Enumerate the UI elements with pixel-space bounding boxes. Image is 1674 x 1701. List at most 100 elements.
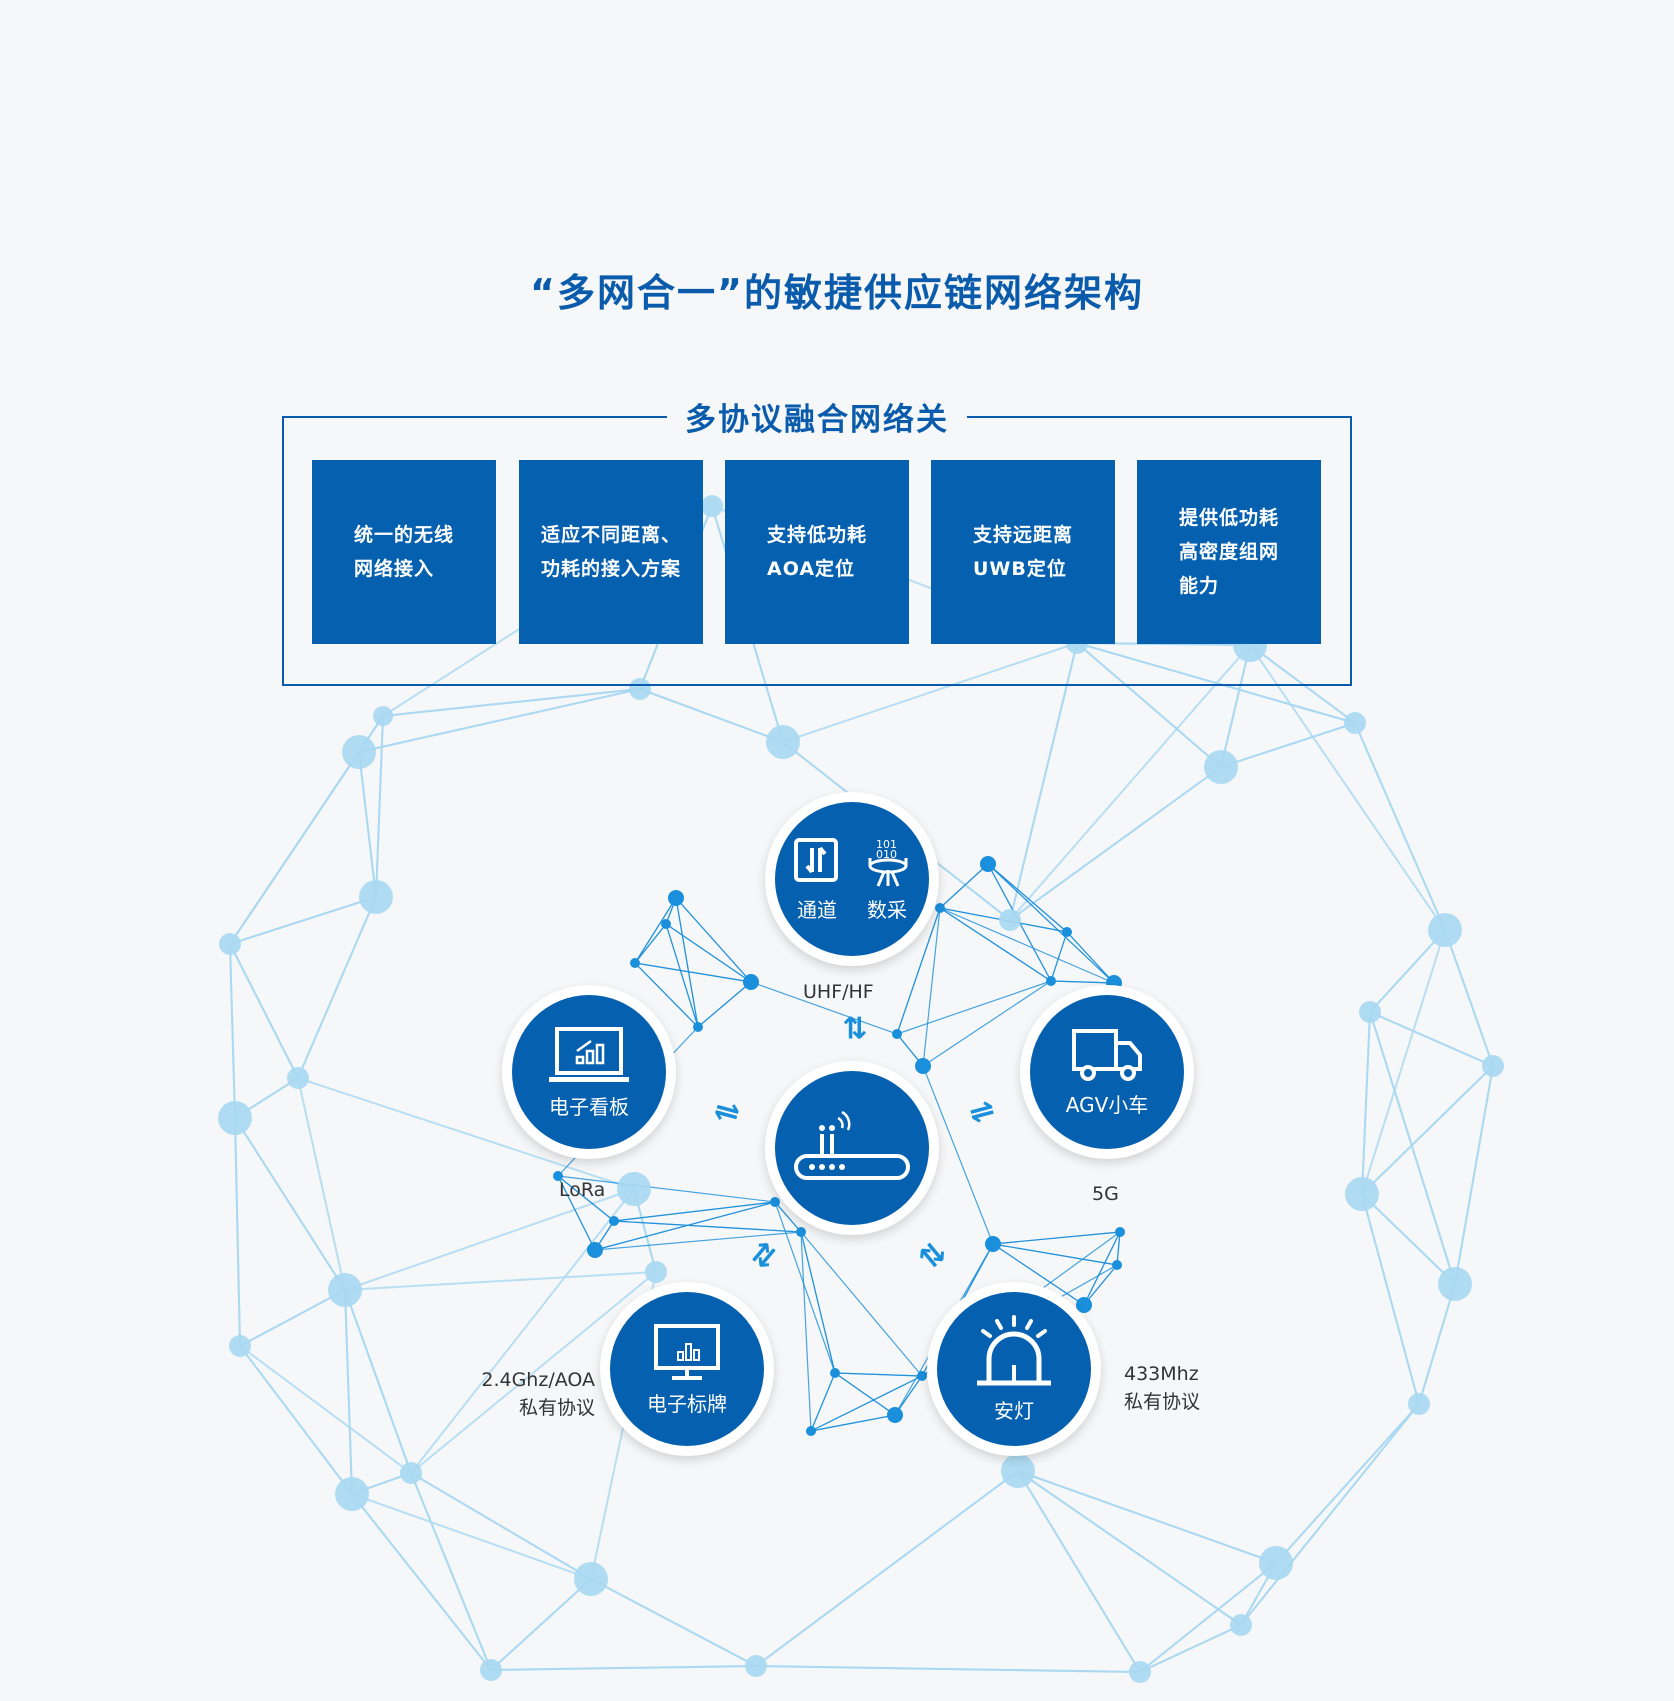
network-link (922, 907, 941, 1067)
feature-card: 提供低功耗高密度组网能力 (1137, 460, 1321, 644)
e-label-label: 电子标牌 (647, 1391, 727, 1416)
network-link (557, 1175, 596, 1251)
network-node (609, 1216, 619, 1226)
network-link (1017, 1470, 1242, 1626)
network-link (297, 1077, 635, 1190)
network-link (344, 1289, 353, 1495)
network-link (375, 715, 384, 898)
network-link (229, 896, 377, 945)
network-node (553, 1171, 563, 1181)
feature-text: UWB定位 (973, 558, 1067, 580)
network-link (810, 1375, 923, 1432)
page-title: “多网合一”的敏捷供应链网络架构 (530, 271, 1144, 315)
network-link (410, 1472, 492, 1671)
monitor-icon (654, 1323, 720, 1380)
alarm-light-icon (977, 1314, 1051, 1385)
network-link (1220, 644, 1251, 768)
network-node (1428, 913, 1462, 947)
router-icon (794, 1110, 910, 1180)
network-link (675, 897, 699, 1028)
network-link (1017, 1470, 1277, 1564)
network-link (557, 1175, 615, 1222)
network-node (745, 1655, 767, 1677)
network-link (1139, 1624, 1242, 1673)
network-link (490, 1665, 757, 1671)
network-node (630, 958, 640, 968)
network-node (587, 1242, 603, 1258)
network-node (1001, 1454, 1035, 1488)
network-link (639, 688, 784, 743)
network-node (796, 1227, 806, 1237)
network-link (922, 1065, 994, 1245)
network-link (229, 751, 360, 945)
network-link (1083, 1231, 1121, 1306)
network-link (234, 1117, 346, 1291)
network-link (939, 907, 1052, 982)
network-link (634, 897, 677, 964)
gateway-title: 多协议融合网络关 (667, 394, 967, 439)
network-node (1359, 1001, 1381, 1023)
network-node (218, 1101, 252, 1135)
feature-text: 适应不同距离、 (541, 524, 682, 546)
feature-text: AOA定位 (767, 558, 856, 580)
e-label-node: 电子标牌 (600, 1282, 774, 1456)
network-link (987, 863, 1115, 984)
network-node (980, 856, 996, 872)
network-node (359, 880, 393, 914)
network-link (410, 1188, 635, 1474)
network-node (935, 903, 945, 913)
network-link (590, 1578, 757, 1667)
network-node (229, 1335, 251, 1357)
network-node (892, 1029, 902, 1039)
network-node (701, 495, 723, 517)
433mhz-text: 433Mhz (1124, 1363, 1199, 1385)
network-link (1369, 1011, 1456, 1285)
network-link (594, 1231, 802, 1251)
network-node (342, 735, 376, 769)
network-link (1009, 766, 1222, 921)
network-link (613, 1220, 802, 1233)
network-link (1354, 722, 1446, 931)
network-link (410, 1271, 657, 1474)
network-node (1438, 1267, 1472, 1301)
network-link (992, 1243, 1085, 1306)
network-link (490, 1578, 592, 1671)
network-link (1249, 644, 1446, 931)
network-node (574, 1562, 608, 1596)
network-link (1017, 1470, 1141, 1673)
network-link (800, 1231, 812, 1432)
feature-text: 网络接入 (354, 558, 435, 580)
network-link (239, 1289, 346, 1347)
network-link (1418, 1283, 1456, 1405)
network-link (358, 688, 641, 753)
network-link (297, 896, 377, 1079)
network-node (1062, 927, 1072, 937)
feature-text: 提供低功耗 (1179, 507, 1280, 529)
network-link (634, 962, 699, 1028)
network-node (1259, 1546, 1293, 1580)
network-node (1129, 1661, 1151, 1683)
feature-text: 功耗的接入方案 (541, 558, 682, 580)
network-link (229, 943, 299, 1079)
network-link (297, 1077, 346, 1291)
network-node (693, 1022, 703, 1032)
network-link (697, 981, 752, 1028)
network-link (810, 1372, 836, 1432)
network-node (373, 706, 393, 726)
network-node (1076, 1297, 1092, 1313)
bidirectional-arrow-icon: ⇅ (842, 1011, 868, 1047)
network-link (344, 1271, 657, 1291)
network-link (1050, 931, 1068, 982)
network-link (1361, 1065, 1494, 1195)
network-link (351, 1493, 592, 1580)
network-link (939, 907, 1115, 984)
network-link (229, 943, 236, 1119)
network-node (617, 1172, 651, 1206)
network-node (629, 678, 651, 700)
network-link (1361, 1193, 1456, 1285)
